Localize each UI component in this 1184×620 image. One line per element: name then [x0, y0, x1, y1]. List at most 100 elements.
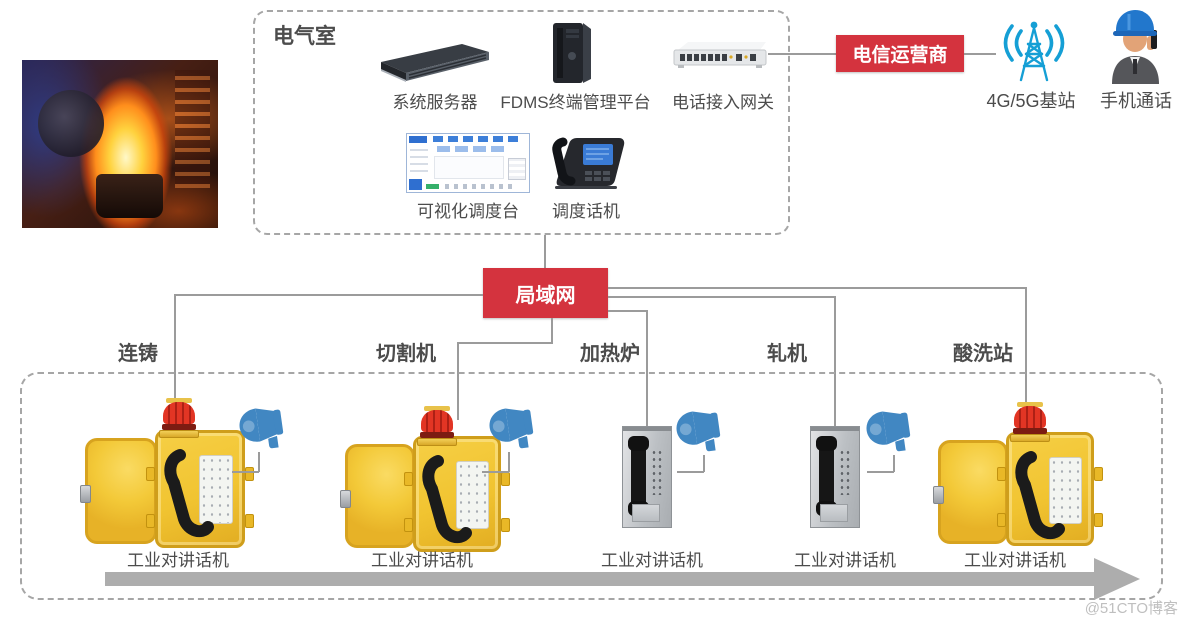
mount-lug	[997, 512, 1006, 527]
phone-caption: 工业对讲话机	[964, 551, 1066, 570]
rack-server-image	[381, 44, 489, 82]
lan-branch-qiegeji-v1	[551, 318, 553, 342]
handset	[628, 436, 649, 516]
industrial-phone-weatherproof	[933, 398, 1148, 548]
keypad-panel	[456, 461, 489, 530]
telecom-operator-box: 电信运营商	[836, 35, 964, 72]
phone-body	[146, 430, 254, 548]
watermark: @51CTO博客	[1084, 600, 1178, 617]
industrial-phone-steel	[810, 426, 860, 528]
lan-box: 局域网	[483, 268, 608, 318]
mount-lug	[1094, 467, 1103, 482]
mount-lug	[404, 518, 413, 533]
handset	[1015, 451, 1065, 540]
electrical-room-title: 电气室	[273, 25, 336, 48]
console-menu-bar	[433, 136, 523, 142]
speaker-elbow-v	[508, 452, 510, 472]
worker-on-phone-image	[1112, 10, 1159, 84]
console-toolbar	[437, 146, 509, 152]
station-name-suanxizhan: 酸洗站	[953, 343, 1013, 365]
lan-branch-zhaji-v	[834, 296, 836, 432]
furnace-machinery-silhouette	[37, 90, 105, 158]
loudspeaker-icon	[676, 411, 721, 452]
dispatch-console-image	[406, 133, 530, 193]
lan-branch-jiarelu-v	[646, 310, 648, 432]
mount-lug	[997, 467, 1006, 482]
field-stations-box	[20, 372, 1163, 600]
mobile-call-label: 手机通话	[1100, 91, 1172, 111]
speaker-elbow-h	[482, 471, 509, 473]
mount-lug	[501, 518, 510, 533]
process-flow-arrow-bar	[105, 572, 1095, 586]
operator-to-basestation-line	[964, 53, 996, 55]
speaker-elbow-h	[232, 471, 259, 473]
industrial-phone-weatherproof	[80, 398, 295, 548]
console-statusbar	[445, 184, 515, 189]
phone-gateway-image	[673, 42, 767, 68]
alarm-beacon	[417, 406, 457, 446]
mount-lug	[501, 472, 510, 486]
keypad-panel	[199, 455, 233, 525]
phone-gateway-label: 电话接入网关	[672, 93, 774, 112]
loudspeaker-icon	[489, 408, 534, 449]
loudspeaker-icon	[866, 411, 911, 452]
speaker-elbow-v	[703, 455, 705, 472]
station-name-qiegeji: 切割机	[376, 343, 436, 365]
lan-branch-lianzhu-h	[174, 294, 483, 296]
system-server-label: 系统服务器	[392, 93, 478, 112]
phone-base	[820, 504, 848, 522]
alarm-beacon	[1010, 402, 1050, 442]
speaker-elbow-h	[677, 471, 704, 473]
gateway-to-operator-line	[768, 53, 836, 55]
lan-branch-jiarelu-h	[608, 310, 648, 312]
door-hinge	[80, 485, 91, 503]
lan-branch-qiegeji-v2	[457, 342, 459, 420]
keypad	[651, 449, 664, 495]
mount-lug	[404, 472, 413, 486]
keypad	[839, 449, 852, 495]
station-name-jiarelu: 加热炉	[580, 343, 640, 365]
door-hinge	[340, 490, 351, 509]
console-status-chip	[426, 184, 439, 189]
lan-branch-zhaji-h	[608, 296, 836, 298]
dispatch-phone-label: 调度话机	[552, 202, 620, 221]
molten-metal-ladle-silhouette	[96, 174, 164, 218]
mount-lug	[1094, 512, 1103, 527]
phone-caption: 工业对讲话机	[127, 551, 229, 570]
alarm-beacon	[159, 398, 199, 438]
fdms-platform-label: FDMS终端管理平台	[500, 93, 651, 112]
mount-lug	[146, 513, 155, 528]
mount-lug	[245, 513, 254, 528]
electrical-room-box: 电气室	[253, 10, 790, 235]
console-canvas	[434, 156, 504, 179]
handset	[816, 436, 837, 516]
dispatch-console-label: 可视化调度台	[417, 202, 519, 221]
phone-door	[933, 440, 1008, 544]
industrial-phone-weatherproof	[340, 406, 555, 556]
phone-caption: 工业对讲话机	[601, 551, 703, 570]
base-station-label: 4G/5G基站	[986, 91, 1076, 111]
phone-door	[340, 444, 415, 548]
keypad-panel	[1049, 457, 1082, 524]
phone-caption: 工业对讲话机	[794, 551, 896, 570]
console-panel	[508, 158, 526, 180]
lan-branch-qiegeji-h	[457, 342, 553, 344]
lan-branch-lianzhu-v	[174, 294, 176, 410]
handset	[164, 449, 214, 538]
process-flow-arrow-head	[1094, 558, 1140, 600]
tower-server-image	[553, 23, 591, 83]
cell-tower-icon	[1003, 21, 1065, 82]
dispatch-phone-image	[552, 137, 625, 189]
phone-door	[80, 438, 157, 544]
phone-body	[997, 432, 1103, 546]
console-corner-tile	[409, 179, 422, 190]
station-name-zhaji: 轧机	[767, 343, 807, 365]
station-name-lianzhu: 连铸	[118, 343, 158, 365]
mount-lug	[146, 466, 155, 481]
lan-branch-suanxizhan-h	[608, 287, 1027, 289]
lan-branch-suanxizhan-v	[1025, 287, 1027, 408]
console-logo-chip	[409, 136, 427, 143]
phone-body	[404, 436, 510, 552]
phone-caption: 工业对讲话机	[371, 551, 473, 570]
room-to-lan-line	[544, 235, 546, 268]
